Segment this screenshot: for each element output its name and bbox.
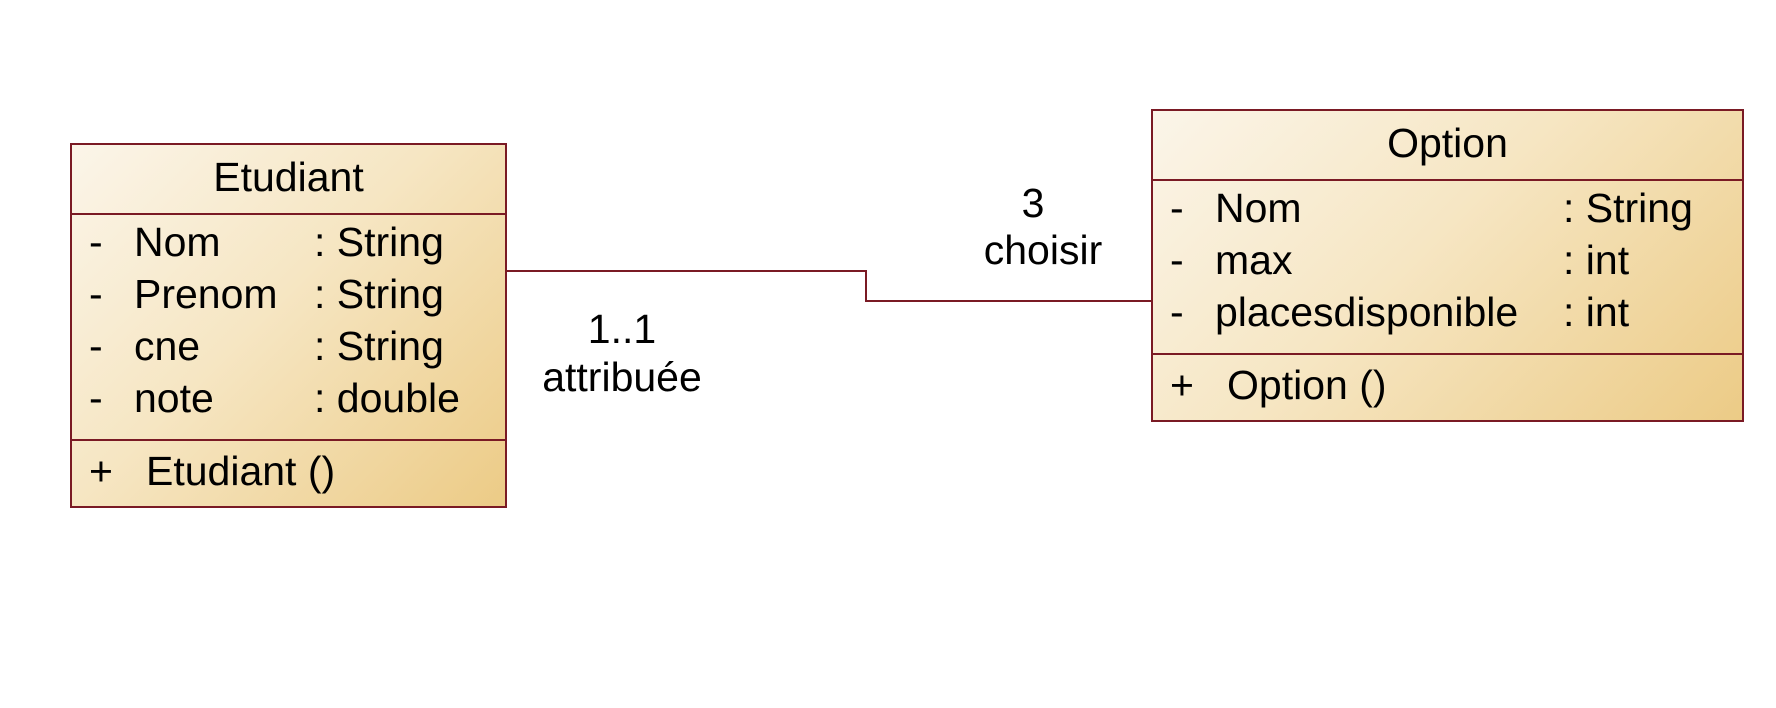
class-etudiant-operations: + Etudiant () — [72, 439, 505, 506]
attribute-type: : String — [1563, 185, 1693, 231]
class-etudiant-name: Etudiant — [213, 154, 364, 200]
operation-name: Etudiant () — [146, 448, 336, 494]
attribute-row: - Nom : String — [72, 222, 505, 274]
operation-name: Option () — [1227, 362, 1387, 408]
attribute-type: : String — [314, 323, 444, 369]
class-option-name: Option — [1387, 120, 1508, 166]
operation-visibility: + — [89, 448, 113, 494]
attribute-visibility: - — [1170, 289, 1184, 335]
attribute-row: - Nom : String — [1153, 188, 1742, 240]
attribute-visibility: - — [1170, 185, 1184, 231]
class-etudiant[interactable]: Etudiant - Nom : String - Prenom : Strin… — [70, 143, 507, 508]
attribute-row: - note : double — [72, 378, 505, 430]
option-end-role: choisir — [983, 227, 1103, 273]
attribute-name: max — [1215, 237, 1293, 283]
association-connector — [507, 270, 1151, 302]
attribute-row: - max : int — [1153, 240, 1742, 292]
class-option-operations: + Option () — [1153, 353, 1742, 420]
attribute-row: - Prenom : String — [72, 274, 505, 326]
attribute-row: - cne : String — [72, 326, 505, 378]
attribute-name: Nom — [134, 219, 221, 265]
attribute-name: Prenom — [134, 271, 278, 317]
class-option[interactable]: Option - Nom : String - max : int - plac… — [1151, 109, 1744, 422]
attribute-type: : String — [314, 271, 444, 317]
attribute-name: cne — [134, 323, 201, 369]
class-option-attributes: - Nom : String - max : int - placesdispo… — [1153, 179, 1742, 353]
option-end-multiplicity: 3 — [1021, 180, 1045, 226]
attribute-visibility: - — [1170, 237, 1184, 283]
attribute-row: - placesdisponible : int — [1153, 292, 1742, 344]
class-etudiant-attributes: - Nom : String - Prenom : String - cne :… — [72, 213, 505, 439]
class-option-header: Option — [1153, 111, 1742, 179]
attribute-type: : String — [314, 219, 444, 265]
attribute-name: Nom — [1215, 185, 1302, 231]
attribute-visibility: - — [89, 375, 103, 421]
class-etudiant-header: Etudiant — [72, 145, 505, 213]
operation-row: + Etudiant () — [72, 451, 505, 503]
attribute-type: : double — [314, 375, 460, 421]
etudiant-end-role: attribuée — [542, 354, 702, 400]
operation-row: + Option () — [1153, 365, 1742, 417]
attribute-name: placesdisponible — [1215, 289, 1519, 335]
attribute-type: : int — [1563, 237, 1630, 283]
operation-visibility: + — [1170, 362, 1194, 408]
etudiant-end-multiplicity: 1..1 — [587, 306, 657, 352]
attribute-visibility: - — [89, 271, 103, 317]
attribute-visibility: - — [89, 219, 103, 265]
attribute-visibility: - — [89, 323, 103, 369]
attribute-name: note — [134, 375, 214, 421]
attribute-type: : int — [1563, 289, 1630, 335]
